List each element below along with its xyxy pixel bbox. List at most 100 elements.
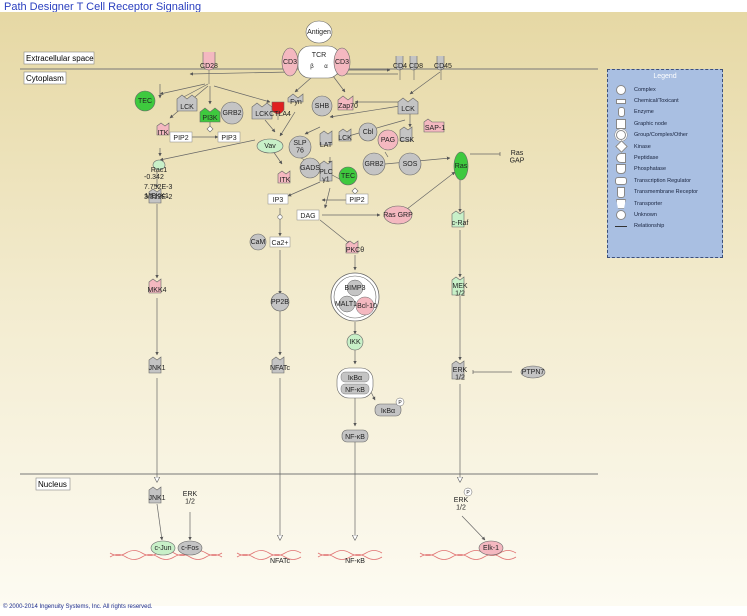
svg-text:LAT: LAT [320,142,333,149]
node-ikk[interactable]: IKK [346,333,364,351]
node-cd3-right[interactable]: CD3 [333,47,351,77]
node-gads[interactable]: GADS [299,157,321,179]
node-cbl[interactable]: Cbl [358,122,378,142]
node-pi3k[interactable]: PI3K [199,107,221,123]
node-itk-bottom[interactable]: ITK [277,170,291,184]
svg-text:α: α [324,64,328,70]
svg-text:Ras: Ras [455,163,468,170]
transporter-icon [614,198,628,209]
node-pag[interactable]: PAG [377,129,399,151]
region-cytoplasm-label: Cytoplasm [23,71,67,85]
node-tec-mid[interactable]: TEC [338,166,358,186]
node-cd45[interactable]: CD45 [434,56,452,80]
node-pip2-left[interactable]: PIP2 [169,131,193,143]
node-ras[interactable]: Ras [453,151,469,181]
node-rac1[interactable]: Rac1 [151,159,167,174]
legend-item: Relationship [608,221,722,232]
node-tec-top[interactable]: TEC [134,90,156,112]
node-grb2-right[interactable]: GRB2 [362,152,386,176]
node-cam[interactable]: CaM [249,233,267,251]
node-elk1[interactable]: Elk-1 [478,540,504,556]
node-sap1[interactable]: SAP-1 [423,118,445,133]
node-pip2-right[interactable]: PIP2 [345,193,369,205]
node-rasgrp[interactable]: Ras GRP [383,205,413,225]
node-csk[interactable]: CSK [399,126,415,144]
node-pkc[interactable]: PKCθ [345,240,364,254]
node-mekk1[interactable]: MEKK1 [145,188,169,204]
node-nfkb-nucleus: NF-κB [345,558,365,565]
node-pp2b[interactable]: PP2B [270,292,290,312]
node-antigen[interactable]: Antigen [305,20,333,44]
node-c-raf[interactable]: c-Raf [452,210,469,228]
svg-text:PIP2: PIP2 [349,197,364,204]
node-pip3[interactable]: PIP3 [217,131,241,143]
node-jnk1-cyto[interactable]: JNK1 [148,356,166,374]
node-cbm-complex[interactable]: BIMP3 MALT1 Bcl-10 [330,272,380,322]
node-lck-small[interactable]: LCK [338,128,352,142]
svg-text:CaM: CaM [251,239,266,246]
node-grb2-left[interactable]: GRB2 [220,101,244,125]
svg-text:3.313E-2: 3.313E-2 [144,194,173,201]
svg-text:β: β [310,64,314,70]
node-fyn[interactable]: Fyn [287,93,304,106]
node-nfkb-cyto[interactable]: NF-κB [341,429,369,443]
node-cd4[interactable]: CD4 [393,56,407,80]
node-jnk1-nucleus[interactable]: JNK1 [148,486,166,504]
svg-text:ITK: ITK [280,177,291,184]
svg-text:Fyn: Fyn [290,99,302,106]
node-lck-left[interactable]: LCK [176,94,198,112]
svg-text:MEKK1: MEKK1 [145,193,169,200]
legend-item: Kinase [608,140,722,154]
svg-text:-0.342: -0.342 [144,174,164,181]
legend-item: Peptidase [608,152,722,164]
node-ctla4[interactable]: CTLA4 [269,101,291,120]
node-lck-right[interactable]: LCK [397,97,419,115]
svg-text:Zap70: Zap70 [338,103,358,110]
node-sos[interactable]: SOS [398,152,422,176]
legend-panel: Legend Complex Chemical/Toxicant Enzyme … [607,69,723,258]
node-ip3[interactable]: IP3 [267,193,289,205]
node-lck-mid[interactable]: LCK [251,102,273,120]
node-mkk4[interactable]: MKK4 [147,278,167,294]
svg-text:NFATc: NFATc [270,365,291,372]
node-nfatc-nucleus: NFATc [270,558,291,565]
node-shb[interactable]: SHB [311,95,333,117]
node-zap70[interactable]: Zap70 [337,95,358,111]
node-c-jun[interactable]: c-Jun [150,540,176,556]
node-ca2[interactable]: Ca2+ [269,236,291,248]
group-icon [614,130,628,141]
svg-text:Nucleus: Nucleus [38,480,67,489]
legend-item: Unknown [608,209,722,220]
legend-item: Complex [608,84,722,95]
node-vav[interactable]: Vav [256,138,284,154]
legend-item: Group/Complex/Other [608,130,722,141]
node-c-fos[interactable]: c-Fos [177,540,203,556]
svg-text:Ras GRP: Ras GRP [383,212,413,219]
node-cd8[interactable]: CD8 [409,56,423,80]
node-nfatc-cyto[interactable]: NFATc [270,356,291,374]
svg-text:CTLA4: CTLA4 [269,111,291,118]
node-ptpn7[interactable]: PTPN7 [520,365,546,379]
svg-text:CD4: CD4 [393,63,407,70]
svg-text:JNK1: JNK1 [148,365,165,372]
node-dag[interactable]: DAG [296,209,320,221]
svg-text:IκBα: IκBα [381,408,395,415]
node-cd3-left[interactable]: CD3 [281,47,299,77]
node-itk-top[interactable]: ITK [156,122,170,137]
node-lat[interactable]: LAT [319,130,333,149]
svg-text:IKK: IKK [349,339,361,346]
node-ikba-nfkb-complex[interactable]: IκBα NF-κB [336,367,374,399]
node-cd28[interactable]: CD28 [200,52,218,84]
svg-text:CD28: CD28 [200,63,218,70]
node-ikba-phospho[interactable]: IκBα P [374,397,405,417]
